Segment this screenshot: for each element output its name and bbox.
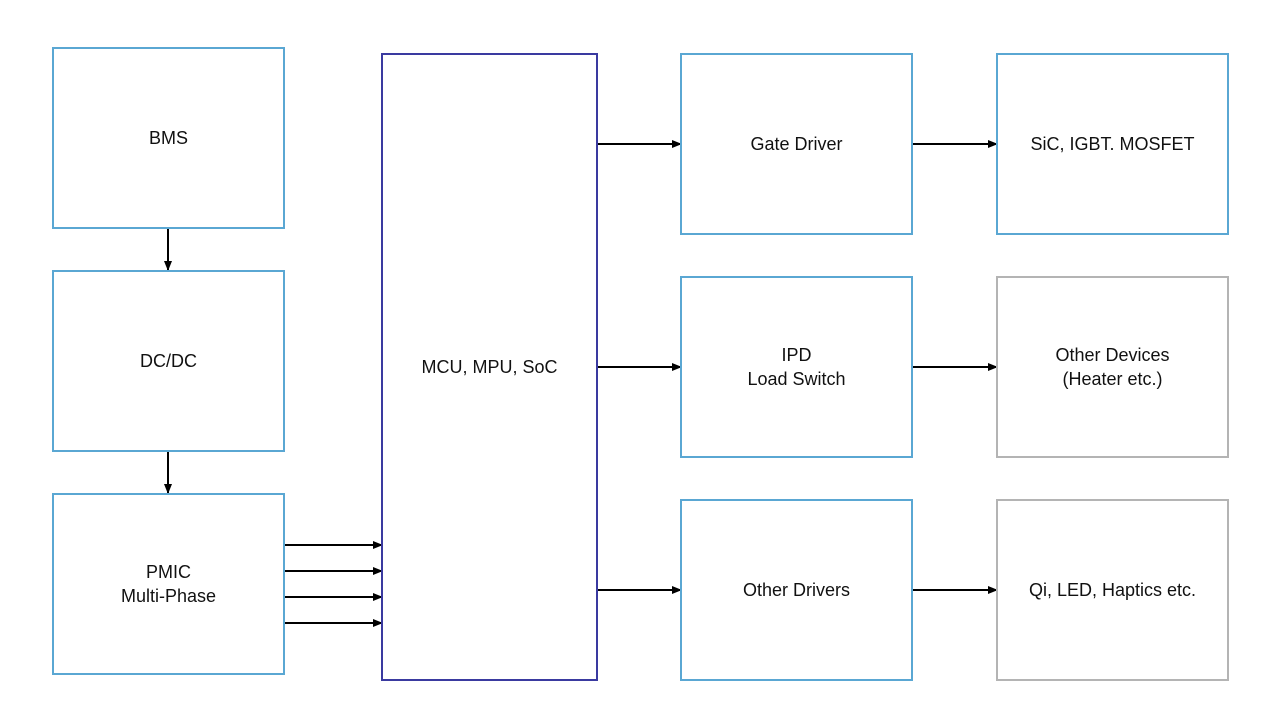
pmic-block: PMIC Multi-Phase xyxy=(52,493,285,675)
ipd-block: IPD Load Switch xyxy=(680,276,913,458)
sic-label: SiC, IGBT. MOSFET xyxy=(1030,134,1195,154)
other-drivers-block: Other Drivers xyxy=(680,499,913,681)
bms-block: BMS xyxy=(52,47,285,229)
mcu-label: MCU, MPU, SoC xyxy=(421,357,558,377)
dcdc-label: DC/DC xyxy=(140,351,197,371)
sic-block: SiC, IGBT. MOSFET xyxy=(996,53,1229,235)
bms-label: BMS xyxy=(148,128,188,148)
qi-label: Qi, LED, Haptics etc. xyxy=(1028,580,1197,600)
ipd-label: IPD Load Switch xyxy=(747,345,846,389)
other-devices-label: Other Devices (Heater etc.) xyxy=(1055,345,1170,389)
dcdc-block: DC/DC xyxy=(52,270,285,452)
gate-driver-block: Gate Driver xyxy=(680,53,913,235)
pmic-label: PMIC Multi-Phase xyxy=(120,562,217,606)
gate-driver-label: Gate Driver xyxy=(750,134,843,154)
qi-block: Qi, LED, Haptics etc. xyxy=(996,499,1229,681)
other-devices-block: Other Devices (Heater etc.) xyxy=(996,276,1229,458)
mcu-block: MCU, MPU, SoC xyxy=(381,53,598,681)
other-drivers-label: Other Drivers xyxy=(742,580,850,600)
